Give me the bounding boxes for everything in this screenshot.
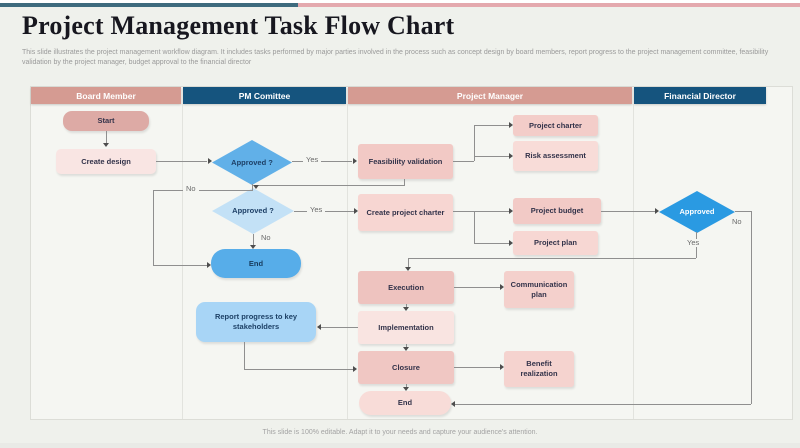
connector-approved1-no bbox=[153, 190, 253, 191]
connector-report-closure bbox=[244, 369, 354, 370]
connector-closure-end bbox=[406, 384, 407, 388]
connector-to-project-charter bbox=[474, 125, 510, 126]
arrow-budget-approvedfd bbox=[655, 208, 659, 214]
connector-approved1-no bbox=[153, 190, 154, 265]
arrow-to-risk-assessment bbox=[509, 153, 513, 159]
connector-approved1-no bbox=[252, 184, 253, 190]
arrow-approved1-yes bbox=[353, 158, 357, 164]
connector-to-project-plan bbox=[474, 243, 509, 244]
arrow-approved2-yes bbox=[354, 208, 358, 214]
arrow-feasibility-approved2 bbox=[253, 185, 259, 189]
lane-header-project-manager: Project Manager bbox=[348, 87, 632, 104]
accent-bar-right bbox=[298, 3, 800, 7]
connector-feasibility-approved2 bbox=[256, 185, 405, 186]
arrow-implementation-closure bbox=[403, 347, 409, 351]
connector-approvedfd-no bbox=[751, 211, 752, 404]
lane-divider bbox=[182, 104, 183, 419]
connector-feasibility-outputs bbox=[453, 161, 474, 162]
node-implementation: Implementation bbox=[358, 311, 454, 344]
connector-to-project-budget bbox=[453, 211, 509, 212]
flow-chart-area: Board Member PM Comittee Project Manager… bbox=[30, 86, 793, 420]
slide-footer: This slide is 100% editable. Adapt it to… bbox=[262, 429, 538, 436]
connector-feasibility-approved2 bbox=[404, 179, 405, 186]
arrow-closure-end bbox=[403, 387, 409, 391]
lane-divider bbox=[347, 104, 348, 419]
connector-report-closure bbox=[244, 342, 245, 369]
connector-approved2-no bbox=[253, 234, 254, 245]
arrow-create-approved1 bbox=[208, 158, 212, 164]
connector-approvedfd-yes bbox=[408, 258, 696, 259]
connector-to-risk-assessment bbox=[474, 156, 510, 157]
connector-budget-approvedfd bbox=[601, 211, 655, 212]
connector-closure-benefit bbox=[454, 367, 501, 368]
edge-label-yes: Yes bbox=[307, 205, 326, 215]
connector-execution-communication bbox=[454, 287, 501, 288]
slide-subtitle: This slide illustrates the project manag… bbox=[22, 49, 769, 67]
decision-approved-financial: Approved bbox=[659, 191, 735, 233]
node-closure: Closure bbox=[358, 351, 454, 384]
lane-header-financial-director: Financial Director bbox=[634, 87, 766, 104]
arrow-approved2-no bbox=[250, 245, 256, 249]
node-project-plan: Project plan bbox=[513, 231, 598, 255]
page-title: Project Management Task Flow Chart bbox=[22, 11, 455, 40]
connector-approved1-no bbox=[153, 265, 208, 266]
connector-start-create bbox=[106, 131, 107, 144]
lane-divider bbox=[633, 104, 634, 419]
connector-yes-execution bbox=[408, 258, 409, 267]
bottom-strip bbox=[0, 443, 800, 448]
arrow-to-project-budget bbox=[509, 208, 513, 214]
arrow-execution-communication bbox=[500, 284, 504, 290]
node-risk-assessment: Risk assessment bbox=[513, 141, 598, 171]
connector-create-approved1 bbox=[156, 161, 207, 162]
node-end-pm: End bbox=[211, 249, 301, 278]
edge-label-no: No bbox=[258, 233, 274, 243]
decision-approved-1: Approved ? bbox=[212, 140, 292, 185]
connector-charter-outputs bbox=[474, 211, 475, 243]
edge-label-yes: Yes bbox=[303, 155, 322, 165]
arrow-start-create bbox=[103, 143, 109, 147]
arrow-closure-benefit bbox=[500, 364, 504, 370]
accent-bar-left bbox=[0, 3, 298, 7]
node-start: Start bbox=[63, 111, 149, 131]
arrow-report-closure bbox=[353, 366, 357, 372]
connector-approvedfd-no bbox=[735, 211, 751, 212]
connector-approved1-yes bbox=[292, 161, 352, 162]
connector-approvedfd-no bbox=[455, 404, 751, 405]
node-create-design: Create design bbox=[56, 149, 156, 174]
arrow-to-project-charter bbox=[509, 122, 513, 128]
node-communication-plan: Communication plan bbox=[504, 271, 574, 308]
arrow-no-end bbox=[207, 262, 211, 268]
connector-implementation-closure bbox=[406, 344, 407, 348]
node-end-final: End bbox=[359, 391, 451, 415]
node-feasibility-validation: Feasibility validation bbox=[358, 144, 453, 179]
node-execution: Execution bbox=[358, 271, 454, 304]
node-create-project-charter: Create project charter bbox=[358, 194, 453, 231]
arrow-to-project-plan bbox=[509, 240, 513, 246]
arrow-implementation-report bbox=[317, 324, 321, 330]
node-report-progress: Report progress to key stakeholders bbox=[196, 302, 316, 342]
edge-label-no: No bbox=[183, 184, 199, 194]
edge-label-yes: Yes bbox=[684, 238, 703, 248]
lane-header-board-member: Board Member bbox=[31, 87, 181, 104]
lane-header-pm-comittee: PM Comittee bbox=[183, 87, 346, 104]
arrow-no-end-final bbox=[451, 401, 455, 407]
connector-implementation-report bbox=[321, 327, 358, 328]
connector-execution-implementation bbox=[406, 304, 407, 308]
connector-feasibility-outputs bbox=[474, 125, 475, 161]
node-project-budget: Project budget bbox=[513, 198, 601, 224]
edge-label-no: No bbox=[729, 217, 745, 227]
arrow-yes-execution bbox=[405, 267, 411, 271]
node-benefit-realization: Benefit realization bbox=[504, 351, 574, 387]
node-project-charter: Project charter bbox=[513, 115, 598, 136]
decision-approved-2: Approved ? bbox=[212, 188, 294, 234]
arrow-execution-implementation bbox=[403, 307, 409, 311]
